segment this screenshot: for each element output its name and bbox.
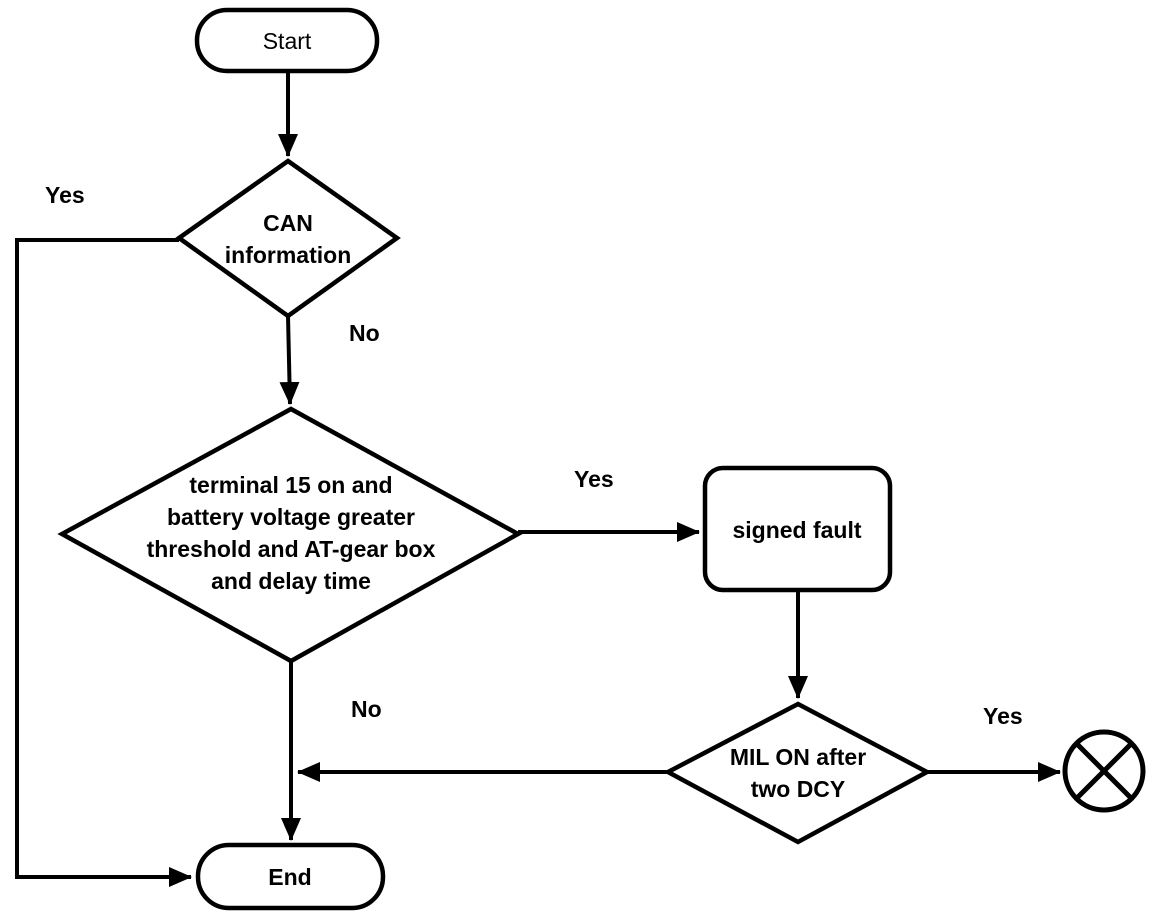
conditions-yes-label: Yes xyxy=(574,466,614,492)
signed-fault-label: signed fault xyxy=(732,517,862,543)
end-node xyxy=(195,842,386,911)
start-label: Start xyxy=(262,28,312,54)
signed-fault-process xyxy=(702,465,893,593)
mil-yes-label: Yes xyxy=(983,703,1023,729)
mil-no-label: No xyxy=(351,696,382,722)
mil-lamp-icon xyxy=(1062,729,1146,813)
can-no-label: No xyxy=(349,320,380,346)
can-yes-label: Yes xyxy=(45,182,85,208)
edge-can-yes-to-end xyxy=(15,238,192,887)
terminal-conditions-decision xyxy=(57,406,523,664)
mil-on-decision xyxy=(663,701,932,845)
can-information-label: CAN information xyxy=(224,210,352,268)
start-node xyxy=(194,7,380,74)
mil-on-label: MIL ON after two DCY xyxy=(729,744,867,802)
can-information-decision xyxy=(175,158,401,319)
end-label: End xyxy=(268,864,312,890)
terminal-conditions-label: terminal 15 on and battery voltage great… xyxy=(146,472,436,594)
edge-can-no-to-conditions xyxy=(279,315,300,405)
